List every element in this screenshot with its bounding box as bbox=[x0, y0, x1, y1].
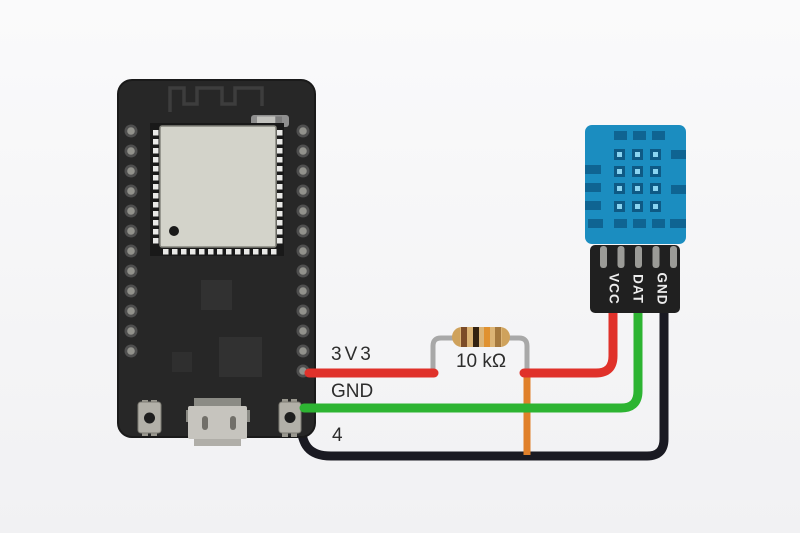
header-pads-left bbox=[124, 124, 138, 358]
chip-solder-pads bbox=[153, 130, 283, 255]
resistor-band-black bbox=[473, 327, 479, 347]
micro-usb-port bbox=[186, 398, 250, 446]
sensor-pins bbox=[600, 246, 677, 268]
sensor-vent-pattern bbox=[585, 131, 686, 228]
pullup-resistor bbox=[452, 327, 510, 347]
resistor-leads bbox=[430, 335, 530, 372]
boot-button bbox=[137, 400, 162, 436]
dht11-sensor: VCC DAT GND bbox=[585, 125, 686, 313]
label-gnd: GND bbox=[331, 381, 373, 402]
resistor-band-orange bbox=[484, 327, 490, 347]
chip-pin1-dot bbox=[169, 226, 179, 236]
label-dat: DAT bbox=[631, 274, 646, 304]
resistor-band-gold bbox=[495, 327, 501, 347]
header-pads-right bbox=[296, 124, 310, 378]
label-sensor-gnd: GND bbox=[655, 273, 670, 306]
wire-ground bbox=[299, 306, 643, 413]
sensor-pin-labels: VCC DAT GND bbox=[607, 273, 670, 306]
antenna-trace-icon bbox=[168, 86, 264, 112]
esp32-chip-module bbox=[150, 123, 284, 256]
label-resistor-value: 10 kΩ bbox=[456, 351, 506, 372]
reset-button bbox=[278, 399, 302, 437]
label-gpio4: 4 bbox=[332, 425, 343, 446]
label-vcc: VCC bbox=[607, 273, 622, 305]
resistor-band-brown bbox=[461, 327, 467, 347]
label-3v3: 3V3 bbox=[331, 344, 374, 365]
smd-chips bbox=[172, 280, 262, 377]
wire-3v3 bbox=[304, 306, 618, 378]
esp32-board bbox=[117, 79, 316, 446]
labels: 3V3 GND 4 10 kΩ bbox=[331, 344, 506, 446]
wire-gpio4 bbox=[296, 306, 669, 461]
